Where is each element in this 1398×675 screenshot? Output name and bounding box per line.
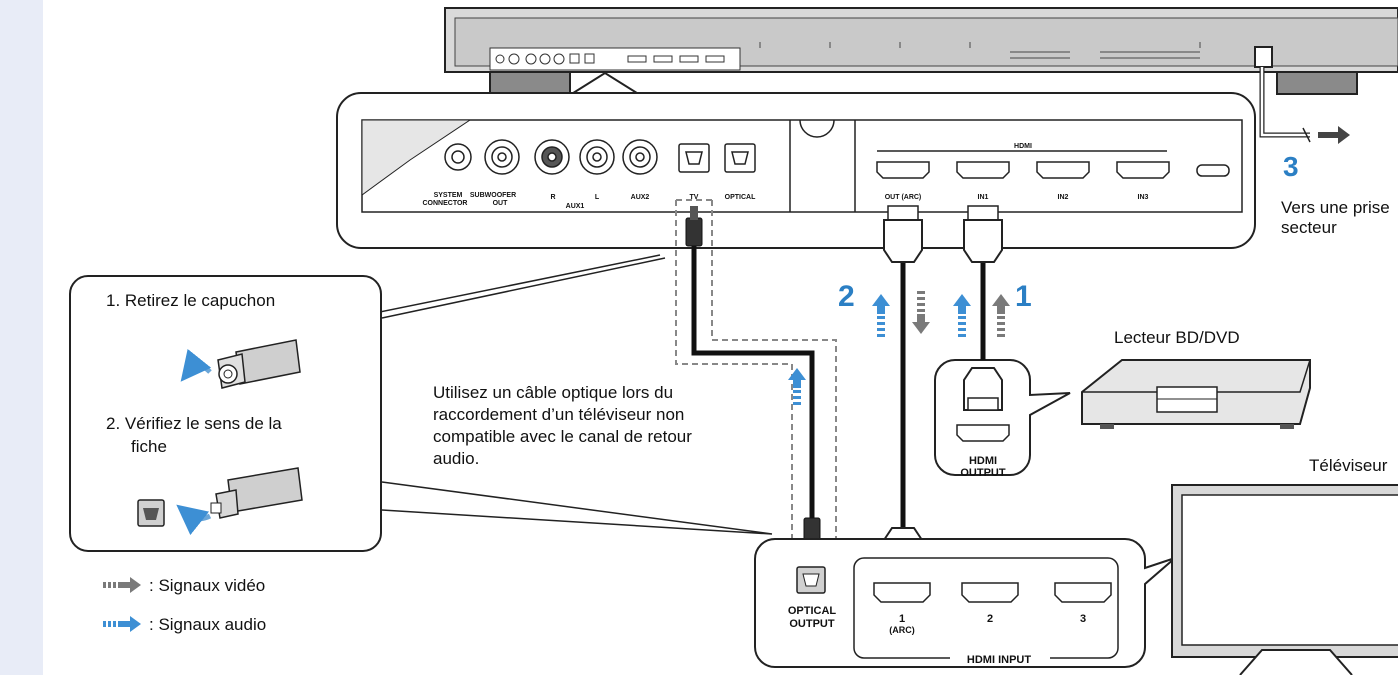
page-margin-strip bbox=[0, 0, 43, 675]
bd-player-connection: HDMI OUTPUT bbox=[934, 355, 1071, 479]
tv-port-3: 3 bbox=[1080, 613, 1086, 625]
plug-orientation-illustration bbox=[137, 467, 303, 536]
label-l: L bbox=[595, 194, 600, 201]
tv-port-1: 1 bbox=[899, 613, 905, 625]
power-label-1: Vers une prise bbox=[1281, 198, 1390, 217]
label-tv: TV bbox=[690, 194, 699, 201]
step-1-number: 1 bbox=[1015, 280, 1032, 313]
label-system-connector-1: SYSTEM bbox=[434, 192, 463, 199]
bd-hdmi-output-2: OUTPUT bbox=[960, 467, 1006, 479]
tv-port-1-arc: (ARC) bbox=[889, 625, 915, 635]
legend: : Signaux vidéo : Signaux audio bbox=[103, 576, 266, 634]
label-aux1: AUX1 bbox=[566, 203, 585, 210]
rear-panel-zoom: SYSTEM CONNECTOR SUBWOOFER OUT R L AUX1 … bbox=[336, 92, 1256, 249]
note-line-3: compatible avec le canal de retour bbox=[433, 427, 692, 446]
label-in2: IN2 bbox=[1058, 194, 1069, 201]
hdmi-cable-bd bbox=[963, 205, 1003, 360]
tv-label: Téléviseur bbox=[1309, 456, 1388, 475]
label-aux2: AUX2 bbox=[631, 194, 650, 201]
tv-port-2: 2 bbox=[987, 613, 993, 625]
bd-player-device bbox=[1081, 359, 1311, 429]
television-device bbox=[1171, 484, 1398, 675]
tv-optical-output-1: OPTICAL bbox=[788, 605, 837, 617]
tv-hdmi-input-label: HDMI INPUT bbox=[967, 654, 1031, 666]
callout-step-1: 1. Retirez le capuchon bbox=[106, 291, 275, 310]
tv-input-panel: OPTICAL OUTPUT 1 (ARC) 2 3 HDMI INPUT bbox=[754, 538, 1176, 668]
plug-cap-removal-illustration bbox=[180, 339, 301, 389]
label-in1: IN1 bbox=[978, 194, 989, 201]
step-2-number: 2 bbox=[838, 280, 855, 313]
callout-step-2-line-2: fiche bbox=[131, 437, 167, 456]
label-in3: IN3 bbox=[1138, 194, 1149, 201]
note-line-1: Utilisez un câble optique lors du bbox=[433, 383, 673, 402]
label-subwoofer-out-1: SUBWOOFER bbox=[470, 192, 516, 199]
tv-optical-output-2: OUTPUT bbox=[789, 618, 835, 630]
optical-cable bbox=[675, 199, 837, 558]
legend-video-label: : Signaux vidéo bbox=[149, 576, 265, 595]
bd-player-label: Lecteur BD/DVD bbox=[1114, 328, 1240, 347]
label-system-connector-2: CONNECTOR bbox=[423, 200, 468, 207]
plug-instructions-callout: 1. Retirez le capuchon 2. Vérifiez le se… bbox=[69, 275, 382, 552]
bd-hdmi-output-1: HDMI bbox=[969, 455, 997, 467]
soundbar-unit bbox=[444, 7, 1398, 96]
optical-note: Utilisez un câble optique lors du raccor… bbox=[433, 383, 692, 468]
legend-video-arrow bbox=[103, 577, 141, 593]
label-subwoofer-out-2: OUT bbox=[493, 200, 509, 207]
legend-audio-label: : Signaux audio bbox=[149, 615, 266, 634]
optical-audio-arrow bbox=[788, 368, 806, 405]
label-r: R bbox=[550, 194, 555, 201]
hdmi-signal-arrows bbox=[872, 291, 1010, 337]
power-cable bbox=[1259, 67, 1350, 144]
power-label-2: secteur bbox=[1281, 218, 1337, 237]
label-out-arc: OUT (ARC) bbox=[885, 194, 922, 201]
label-hdmi: HDMI bbox=[1014, 143, 1032, 150]
hdmi-cable-tv bbox=[883, 205, 923, 585]
step-3-number: 3 bbox=[1283, 151, 1299, 182]
callout-step-2-line-1: 2. Vérifiez le sens de la bbox=[106, 414, 282, 433]
note-line-4: audio. bbox=[433, 449, 479, 468]
note-line-2: raccordement d’un téléviseur non bbox=[433, 405, 684, 424]
legend-audio-arrow bbox=[103, 616, 141, 632]
label-optical: OPTICAL bbox=[725, 194, 756, 201]
